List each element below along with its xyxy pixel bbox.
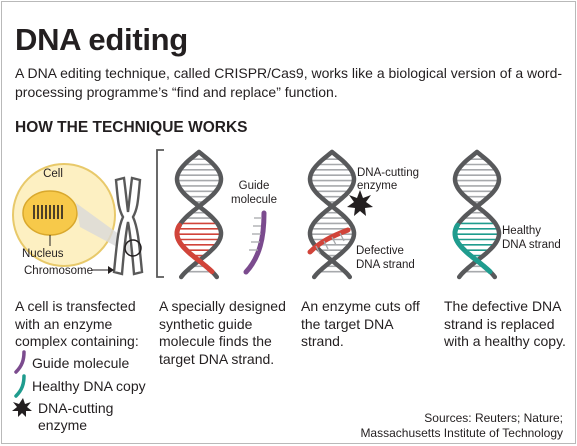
healthy-dna-legend-icon	[14, 374, 26, 398]
enzyme-label-line1: DNA-cutting	[357, 167, 419, 179]
guide-label-line2: molecule	[231, 194, 277, 206]
cell-label: Cell	[43, 168, 63, 180]
chromosome-label: Chromosome	[24, 265, 93, 277]
subtitle: A DNA editing technique, called CRISPR/C…	[15, 65, 563, 100]
guide-label-line1: Guide	[239, 180, 270, 192]
cell-illustration: Cell Nucleus Chromosome	[12, 163, 144, 277]
page-title: DNA editing	[15, 22, 188, 57]
dna-strand	[174, 149, 224, 280]
target-dna-strand	[174, 222, 215, 275]
chromosome	[112, 176, 144, 276]
panel4-caption: The defective DNA strand is replaced wit…	[444, 298, 566, 349]
sources: Sources: Reuters; Nature; Massachusetts …	[360, 411, 563, 441]
nucleus-chromosomes	[33, 205, 63, 219]
guide-molecule-legend-icon	[14, 350, 26, 374]
nucleus-label: Nucleus	[22, 248, 64, 260]
defective-strand-rungs	[315, 232, 345, 255]
legend-enzyme-line2: enzyme	[38, 417, 88, 433]
guide-molecule-rungs	[249, 217, 262, 251]
defective-label-line1: Defective	[356, 245, 404, 257]
dna-helix-2	[307, 149, 357, 280]
defective-label-line2: DNA strand	[356, 259, 415, 271]
panel1-caption: A cell is transfected with an enzyme com…	[15, 298, 139, 349]
dna-strand	[307, 149, 357, 280]
legend-enzyme-line1: DNA-cutting	[38, 400, 114, 416]
guide-molecule	[243, 210, 267, 275]
chromosome-pointer-arrow	[108, 266, 114, 274]
dna-helix-3	[452, 149, 502, 280]
defective-strand-cut	[307, 227, 351, 255]
panel2-caption: A specially designed synthetic guide mol…	[159, 298, 286, 367]
healthy-label-line2: DNA strand	[502, 239, 561, 251]
chromosome-zoom-circle	[124, 239, 142, 257]
zoom-bracket	[156, 149, 164, 278]
legend-guide-molecule: Guide molecule	[32, 355, 130, 371]
panel3-caption: An enzyme cuts off the target DNA strand…	[301, 298, 420, 349]
enzyme-label-line2: enzyme	[357, 180, 397, 192]
healthy-dna-strand	[452, 222, 493, 275]
dna-cutting-enzyme-icon	[347, 190, 373, 216]
section-heading: HOW THE TECHNIQUE WORKS	[15, 119, 248, 136]
dna-helix-1	[174, 149, 224, 280]
dna-cutting-enzyme-legend-icon	[12, 398, 32, 417]
sources-line2: Massachusetts Institute of Technology	[360, 426, 563, 440]
dna-strand	[307, 149, 357, 280]
legend-healthy-dna: Healthy DNA copy	[32, 378, 146, 394]
sources-line1: Sources: Reuters; Nature;	[424, 411, 563, 425]
dna-strand	[452, 149, 502, 280]
healthy-label-line1: Healthy	[502, 225, 541, 237]
